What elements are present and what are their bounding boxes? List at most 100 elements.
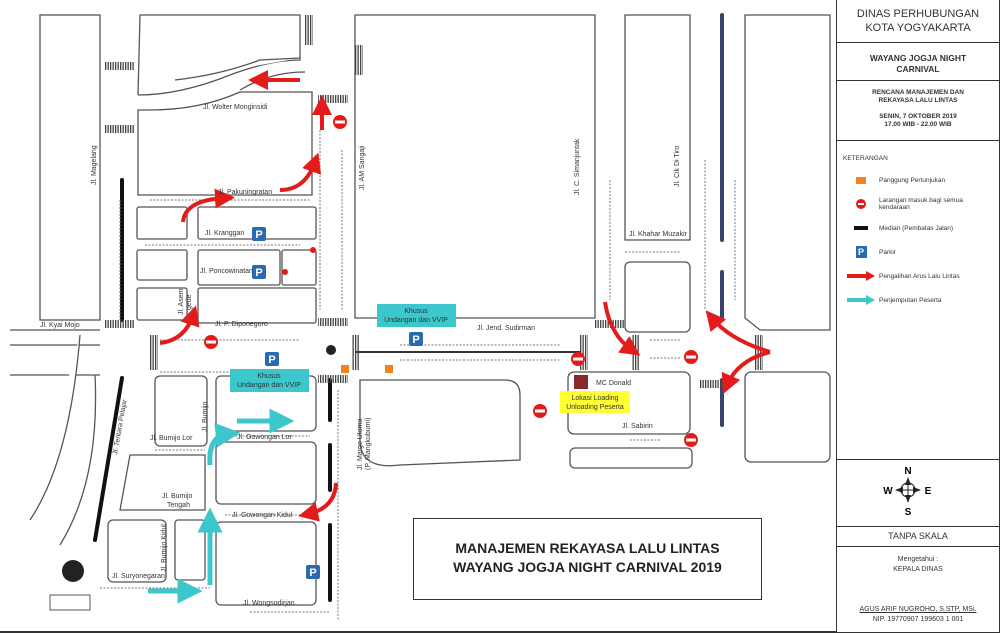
- svg-text:Jl. Wongsodirjan: Jl. Wongsodirjan: [243, 600, 295, 607]
- legend: KETERANGAN Panggung Pertunjukan Larangan…: [837, 141, 999, 460]
- event-line: WAYANG JOGJA NIGHT: [869, 53, 967, 63]
- map-title-box: MANAJEMEN REKAYASA LALU LINTAS WAYANG JO…: [413, 518, 762, 600]
- compass: N S W E: [837, 460, 999, 527]
- svg-text:Jl. Magelang: Jl. Magelang: [91, 145, 98, 185]
- svg-text:Jl. C. Simanjuntak: Jl. C. Simanjuntak: [574, 138, 581, 195]
- event-date: SENIN, 7 OKTOBER 2019: [879, 113, 957, 120]
- svg-text:Khusus: Khusus: [404, 308, 428, 315]
- stage-marker: [341, 365, 349, 373]
- plan-header: RENCANA MANAJEMEN DAN REKAYASA LALU LINT…: [837, 81, 999, 141]
- svg-text:Jl. Gowongan Kidul: Jl. Gowongan Kidul: [232, 512, 293, 519]
- legend-label: Parkir: [879, 248, 896, 256]
- svg-text:Jl. Jend. Sudirman: Jl. Jend. Sudirman: [477, 325, 535, 332]
- approval-line: Mengetahui :: [897, 556, 939, 563]
- svg-text:Jl. AM Sangaji: Jl. AM Sangaji: [359, 145, 366, 190]
- info-panel: DINAS PERHUBUNGAN KOTA YOGYAKARTA WAYANG…: [836, 0, 1000, 633]
- svg-text:Undangan dan VVIP: Undangan dan VVIP: [237, 382, 301, 389]
- svg-text:Jl. Bumijo Kidul: Jl. Bumijo Kidul: [161, 524, 168, 572]
- svg-text:P: P: [255, 267, 262, 279]
- street-labels: Jl. Wolter Monginsidi Jl. Magelang Jl. A…: [40, 104, 688, 607]
- svg-text:Jl. Suryonegaran: Jl. Suryonegaran: [112, 573, 165, 580]
- svg-text:Jl. Kyai Mojo: Jl. Kyai Mojo: [40, 322, 80, 329]
- svg-text:Khusus: Khusus: [257, 373, 281, 380]
- parking-icon: P: [306, 565, 320, 579]
- svg-text:Jl. P. Diponegoro: Jl. P. Diponegoro: [215, 321, 268, 328]
- svg-text:Jl. Khahar Muzakir: Jl. Khahar Muzakir: [629, 231, 688, 238]
- signatory-nip: NIP. 19770907 199603 1 001: [872, 616, 964, 623]
- event-header: WAYANG JOGJA NIGHT CARNIVAL: [837, 43, 999, 81]
- approval-block: Mengetahui : KEPALA DINAS AGUS ARIF NUGR…: [837, 547, 999, 625]
- diversion-arrow: [721, 350, 771, 395]
- parking-icon: P: [252, 265, 266, 279]
- svg-text:Jl. Pakuningratan: Jl. Pakuningratan: [218, 189, 272, 196]
- scale-note: TANPA SKALA: [837, 527, 999, 547]
- mcdonald-label: MC Donald: [596, 380, 631, 387]
- city-blocks: [10, 14, 831, 611]
- parking-icon: P: [855, 246, 867, 258]
- svg-text:E: E: [925, 486, 932, 497]
- plan-line: REKAYASA LALU LINTAS: [878, 97, 958, 104]
- legend-title: KETERANGAN: [843, 155, 888, 162]
- diversion-arrows: [159, 70, 771, 522]
- vvip-note-2: Khusus Undangan dan VVIP: [230, 369, 309, 392]
- legend-item-pickup: Penjemputan Peserta: [843, 288, 999, 312]
- diversion-arrow: [603, 301, 641, 356]
- diversion-arrow: [159, 305, 200, 345]
- legend-label: Median (Pembatas Jalan): [879, 224, 954, 232]
- svg-text:Jl. Poncowinatan: Jl. Poncowinatan: [200, 268, 253, 275]
- legend-item-median: Median (Pembatas Jalan): [843, 216, 999, 240]
- parking-signs: P P P P P: [252, 227, 423, 579]
- mcdonald-marker: [574, 375, 588, 389]
- legend-label: Penjemputan Peserta: [879, 296, 942, 304]
- legend-item-no-entry: Larangan masuk bagi semua kendaraan: [843, 192, 999, 216]
- event-line: CARNIVAL: [896, 64, 940, 74]
- median-icon: [854, 226, 868, 230]
- no-entry-icon: [684, 350, 698, 364]
- svg-text:Jl. Bumijo Lor: Jl. Bumijo Lor: [150, 435, 193, 442]
- diversion-arrow: [279, 152, 322, 192]
- map-title-line-1: MANAJEMEN REKAYASA LALU LINTAS: [455, 540, 720, 556]
- diversion-arrow: [181, 188, 235, 223]
- svg-text:Unloading Peserta: Unloading Peserta: [566, 404, 624, 411]
- signatory-name: AGUS ARIF NUGROHO, S.STP, MSi.: [859, 606, 977, 613]
- traffic-map: P P P P P MC Donald Khusus Undangan dan …: [0, 13, 836, 633]
- svg-text:P: P: [255, 229, 262, 241]
- svg-text:Jl. Gowongan Lor: Jl. Gowongan Lor: [237, 434, 293, 441]
- diversion-arrow: [705, 310, 771, 354]
- stage-marker: [385, 365, 393, 373]
- red-arrow-icon: [847, 271, 875, 281]
- map-title-line-2: WAYANG JOGJA NIGHT CARNIVAL 2019: [453, 559, 722, 575]
- no-entry-icon: [310, 247, 316, 253]
- no-entry-icon: [333, 115, 347, 129]
- no-entry-icon: [282, 269, 288, 275]
- svg-text:P: P: [268, 354, 275, 366]
- agency-line: DINAS PERHUBUNGAN: [856, 8, 980, 20]
- legend-item-parking: P Parkir: [843, 240, 999, 264]
- pickup-arrow: [207, 422, 241, 466]
- svg-text:Jl. Bumijo: Jl. Bumijo: [202, 402, 209, 432]
- svg-text:Jl. Margo Utomo: Jl. Margo Utomo: [357, 419, 364, 470]
- stage-icon: [856, 176, 866, 184]
- legend-label: Larangan masuk bagi semua kendaraan: [879, 197, 963, 211]
- no-entry-icon: [533, 404, 547, 418]
- plan-line: RENCANA MANAJEMEN DAN: [872, 89, 964, 96]
- diversion-arrow: [298, 482, 338, 522]
- svg-text:Tengah: Tengah: [167, 502, 190, 509]
- svg-text:N: N: [904, 466, 911, 477]
- parking-icon: P: [265, 352, 279, 366]
- svg-text:Jl. Cik Di Tiro: Jl. Cik Di Tiro: [674, 146, 681, 187]
- svg-text:Lokasi Loading: Lokasi Loading: [571, 395, 618, 402]
- no-entry-icon: [204, 335, 218, 349]
- svg-text:Jl. Wolter Monginsidi: Jl. Wolter Monginsidi: [203, 104, 268, 111]
- svg-text:Jl. Kranggan: Jl. Kranggan: [205, 230, 244, 237]
- compass-icon: N S W E: [883, 466, 932, 518]
- no-entry-icon: [856, 199, 866, 209]
- svg-text:(P. Mangkubumi): (P. Mangkubumi): [365, 418, 372, 470]
- svg-text:W: W: [883, 486, 893, 497]
- no-entry-signs: [204, 115, 698, 447]
- svg-text:gede: gede: [186, 294, 193, 310]
- approval-line: KEPALA DINAS: [893, 566, 943, 573]
- monument-tugu: [326, 345, 336, 355]
- legend-item-diversion: Pengalihan Arus Lalu Lintas: [843, 264, 999, 288]
- cyan-arrow-icon: [847, 295, 875, 305]
